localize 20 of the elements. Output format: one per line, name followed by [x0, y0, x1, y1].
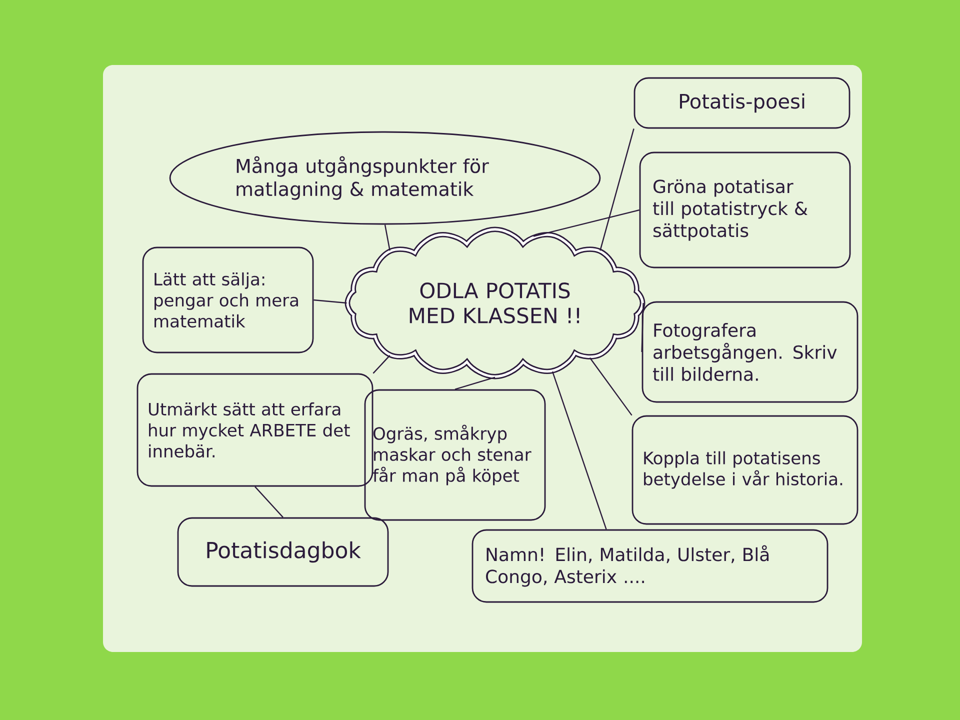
connector-line — [533, 209, 640, 237]
note-box: Namn! Elin, Matilda, Ulster, Blå Congo, Asterix .... — [472, 529, 828, 603]
connector-line — [600, 128, 634, 251]
connector-line — [552, 371, 607, 530]
note-box: Potatisdagbok — [177, 517, 389, 587]
note-box: Lätt att sälja: pengar och mera matematik — [142, 246, 314, 354]
note-box: Potatis-poesi — [634, 77, 850, 129]
speech-bubble: Många utgångspunkter för matlagning & matematik — [169, 131, 601, 225]
connector-line — [314, 299, 347, 304]
connector-line — [254, 486, 284, 518]
connector-line — [372, 355, 390, 374]
connector-line — [589, 357, 632, 416]
connector-line — [641, 302, 644, 352]
note-box: Fotografera arbetsgången. Skriv till bilderna. — [642, 301, 858, 403]
note-box: Gröna potatisar till potatistryck & sättpotatis — [639, 152, 851, 268]
connector-line — [384, 224, 390, 251]
connector-line — [454, 376, 496, 390]
note-box: Koppla till potatisens betydelse i vår historia. — [632, 415, 858, 525]
note-box: Ogräs, småkryp maskar och stenar får man på köpet — [364, 389, 546, 521]
note-box: Utmärkt sätt att erfara hur mycket ARBETE det innebär. — [136, 373, 374, 487]
